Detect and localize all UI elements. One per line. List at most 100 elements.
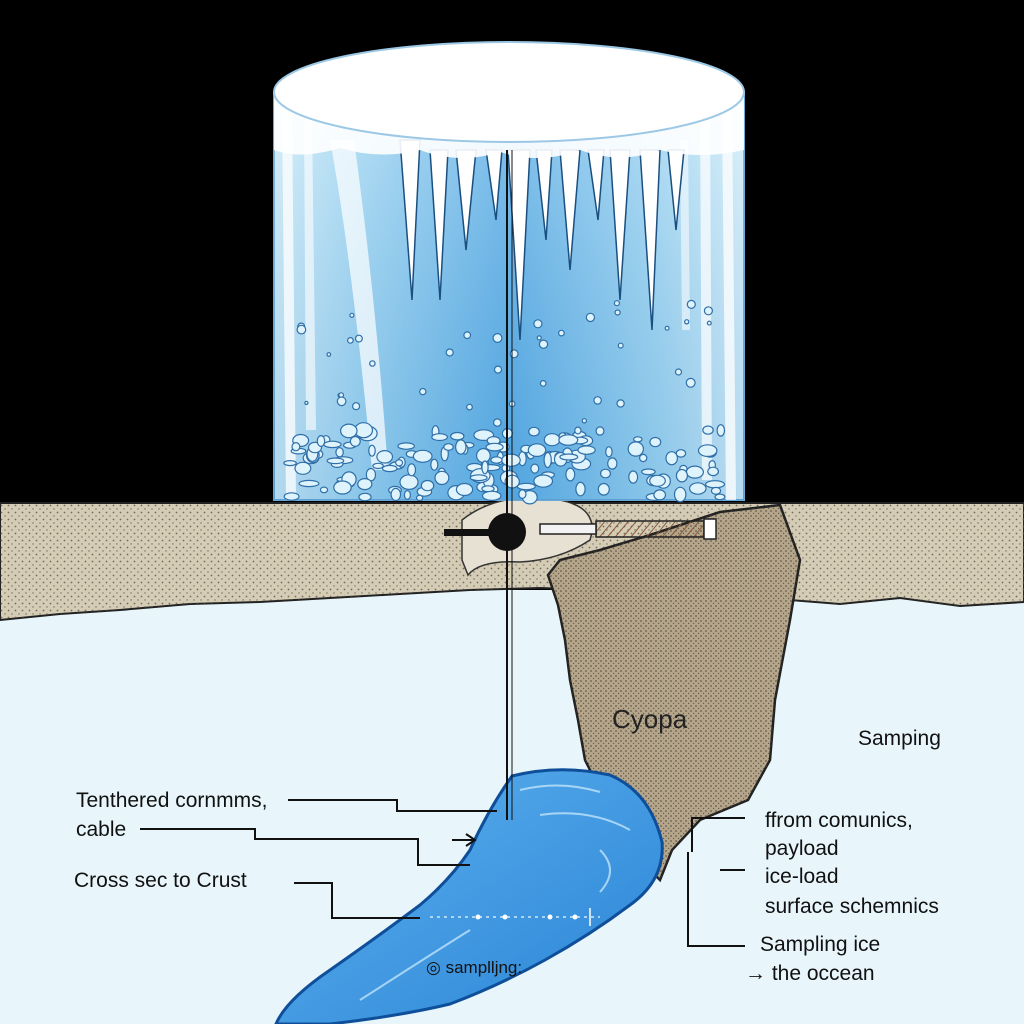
- ice-pebble: [628, 470, 639, 484]
- ice-pebble: [527, 443, 547, 458]
- ice-bubble: [492, 418, 502, 427]
- ice-bubble: [326, 352, 332, 357]
- ice-pebble: [430, 458, 439, 471]
- ice-bubble: [706, 320, 712, 326]
- ice-pebble: [390, 487, 402, 502]
- ice-bubble: [616, 399, 625, 408]
- label-sampling-bottom-text: samplljng:: [445, 958, 523, 977]
- ice-bubble: [466, 403, 473, 411]
- ice-bubble: [536, 335, 542, 341]
- ice-pebble: [516, 482, 536, 491]
- ice-pebble: [454, 439, 467, 455]
- ice-column: [273, 91, 745, 501]
- ice-pebble: [395, 459, 404, 467]
- ice-pebble: [412, 449, 433, 463]
- label-cryo: Cyopa: [612, 704, 688, 734]
- ice-pebble: [358, 492, 372, 502]
- target-icon: ◎: [426, 958, 441, 977]
- ice-bubble: [617, 342, 624, 349]
- label-right-line4: surface schemnics: [765, 895, 939, 918]
- sampling-drill: [539, 518, 717, 540]
- ice-bubble: [533, 319, 543, 329]
- ice-bubble: [492, 333, 503, 344]
- ice-pebble: [291, 442, 301, 452]
- ice-pebble: [627, 441, 645, 457]
- ice-pebble: [283, 492, 300, 501]
- ice-pebble: [595, 426, 605, 436]
- ice-bubble: [613, 300, 621, 307]
- ice-pebble: [372, 462, 384, 470]
- meltwater-conduit: [274, 768, 664, 1024]
- label-tethered-line1: Tenthered cornmms,: [76, 789, 268, 812]
- ice-pebble: [490, 456, 503, 464]
- ice-pebble: [559, 453, 579, 461]
- ice-pebble: [420, 479, 435, 492]
- leader-tethered: [288, 799, 497, 812]
- ice-pebble: [518, 489, 527, 500]
- ice-pebble: [685, 465, 705, 479]
- ice-bubble: [445, 348, 454, 357]
- ice-pebble: [443, 443, 454, 451]
- ice-pebble: [283, 460, 297, 467]
- ice-pebble: [697, 444, 718, 458]
- ice-pebble: [335, 447, 344, 458]
- ice-pebble: [357, 478, 373, 491]
- ice-pebble: [333, 480, 352, 495]
- ice-pebble: [319, 486, 329, 494]
- ice-pebble: [710, 486, 722, 495]
- tether-arm: [444, 529, 506, 536]
- label-right-line1: ffrom comunics,: [765, 809, 913, 832]
- leader-cable: [140, 828, 470, 866]
- ice-pebble: [450, 431, 465, 441]
- ice-pebble: [673, 486, 687, 503]
- ice-pebble: [607, 457, 618, 470]
- ice-pebble: [707, 466, 719, 477]
- ice-pebble: [649, 436, 662, 448]
- ice-pebble: [316, 435, 326, 448]
- ice-column-top: [273, 41, 745, 143]
- ice-pebble: [605, 446, 613, 458]
- label-sampling-top: Samping: [858, 727, 941, 750]
- ice-pebble: [565, 467, 576, 482]
- ice-bubble: [347, 337, 354, 344]
- ice-pebble: [415, 494, 424, 502]
- ice-pebble: [528, 426, 540, 437]
- ice-pebble: [376, 449, 394, 464]
- ice-pebble: [481, 490, 502, 501]
- ice-pebble: [399, 474, 419, 491]
- ice-pebble: [434, 470, 450, 486]
- ice-bubble: [685, 377, 696, 388]
- label-ocean: → the occean: [745, 961, 875, 986]
- ice-pebble: [574, 426, 582, 435]
- ice-bubble: [354, 334, 363, 343]
- ice-pebble: [339, 423, 358, 439]
- ice-pebble: [675, 468, 689, 483]
- ice-bubble: [296, 324, 307, 335]
- ice-pebble: [397, 442, 415, 450]
- leader-lines: [140, 799, 745, 947]
- ice-pebble: [653, 489, 667, 501]
- label-sampling-bottom: ◎ samplljng:: [426, 958, 522, 978]
- ice-pebble: [702, 425, 714, 435]
- ice-bubble: [493, 365, 503, 374]
- ice-pebble: [298, 479, 320, 488]
- ice-bubble: [686, 299, 696, 309]
- ice-pebble: [323, 440, 342, 449]
- ice-pebble: [533, 474, 554, 488]
- ice-pebble: [407, 463, 417, 477]
- arrow-icon: [452, 833, 477, 847]
- sampling-markers: [430, 908, 600, 926]
- label-sampling-ice: Sampling ice: [760, 933, 881, 956]
- ice-pebble: [485, 442, 504, 452]
- ice-pebble: [326, 457, 345, 465]
- ice-bubble: [463, 331, 472, 340]
- ice-pebble: [639, 453, 648, 463]
- label-ocean-text: the occean: [771, 962, 875, 985]
- ice-pebble: [403, 490, 411, 500]
- ice-bubble: [538, 339, 549, 349]
- ice-pebble: [641, 468, 656, 476]
- ice-bubble: [614, 309, 621, 316]
- arrow-right-icon: →: [745, 962, 766, 985]
- ice-bubble: [585, 312, 596, 323]
